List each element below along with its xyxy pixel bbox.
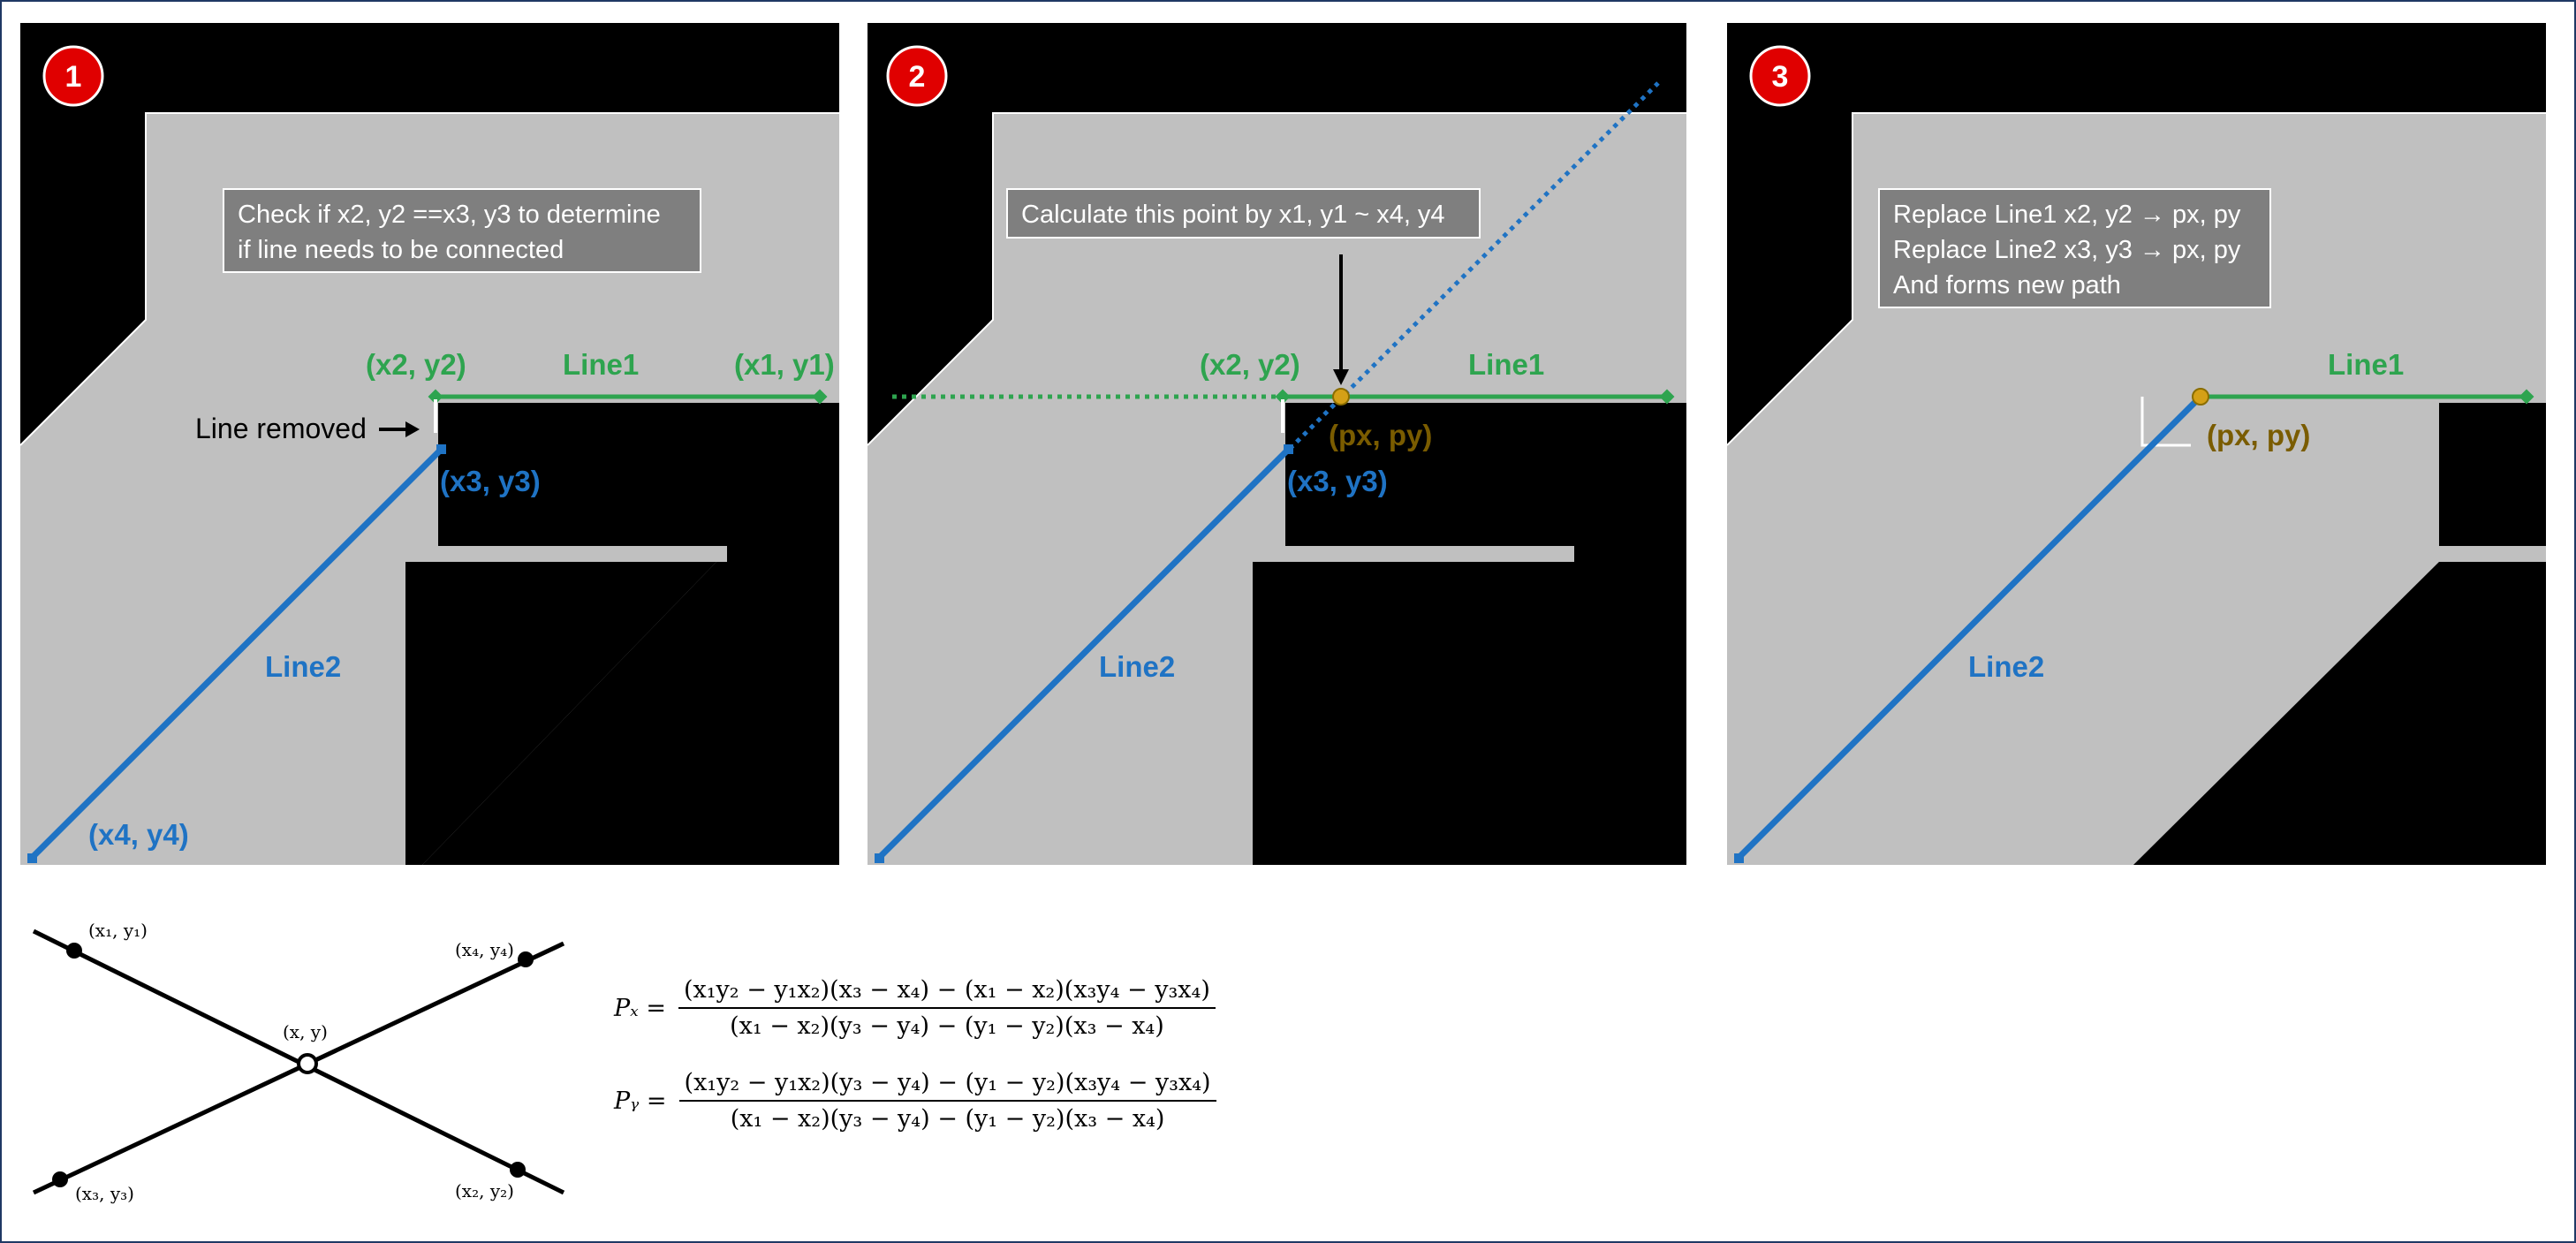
line2-endpoint-x4y4 xyxy=(27,853,37,863)
note-line-1: Check if x2, y2 ==x3, y3 to determine xyxy=(238,201,661,229)
formula-px-fraction: (x₁y₂ − y₁x₂)(x₃ − x₄) − (x₁ − x₂)(x₃y₄ … xyxy=(678,976,1216,1040)
label-x3y3: (x3, y3) xyxy=(440,465,541,497)
road-border xyxy=(868,112,1686,446)
label-line2: Line2 xyxy=(1099,650,1175,683)
label-x2y2: (x2, y2) xyxy=(1200,348,1300,381)
formula-px-lhs: Pₓ = xyxy=(614,994,666,1022)
label-x1y1: (x1, y1) xyxy=(734,348,835,381)
step-number: 1 xyxy=(65,60,82,94)
label-line2: Line2 xyxy=(1968,650,2044,683)
note-box xyxy=(223,188,701,273)
note-line-2: Replace Line2 x3, y3 → px, py xyxy=(1893,236,2241,264)
line2-endpoint-x3y3 xyxy=(1284,444,1293,454)
point-2 xyxy=(510,1162,526,1178)
note-line-3: And forms new path xyxy=(1893,271,2121,299)
formula-px-numerator: (x₁y₂ − y₁x₂)(x₃ − x₄) − (x₁ − x₂)(x₃y₄ … xyxy=(678,976,1216,1009)
formula-py-denominator: (x₁ − x₂)(y₃ − y₄) − (y₁ − y₂)(x₃ − x₄) xyxy=(730,1105,1165,1133)
obstacle-block xyxy=(2439,562,2546,865)
formula-px: Pₓ = (x₁y₂ − y₁x₂)(x₃ − x₄) − (x₁ − x₂)(… xyxy=(614,976,1216,1040)
removed-connector xyxy=(434,399,437,433)
formula-py-fraction: (x₁y₂ − y₁x₂)(y₃ − y₄) − (y₁ − y₂)(x₃y₄ … xyxy=(678,1069,1216,1133)
step-badge xyxy=(886,45,948,107)
label-p2: (x₂, y₂) xyxy=(455,1180,514,1201)
intersection-diagram: (x₁, y₁) (x₂, y₂) (x₃, y₃) (x₄, y₄) (x, … xyxy=(32,920,565,1204)
panel-3: 3 Replace Line1 x2, y2 → px, py Replace … xyxy=(1727,23,2546,865)
removed-connector xyxy=(1281,399,1284,433)
label-x2y2: (x2, y2) xyxy=(366,348,466,381)
label-center: (x, y) xyxy=(283,1021,328,1042)
label-line1: Line1 xyxy=(563,348,639,381)
obstacle-edge xyxy=(1269,562,1574,865)
obstacle-triangle xyxy=(422,562,727,865)
arrow-head xyxy=(1333,369,1349,385)
point-3 xyxy=(52,1171,68,1187)
line1-endpoint-x1y1 xyxy=(812,389,828,405)
note-line-2: if line needs to be connected xyxy=(238,236,564,264)
formula-py: Pᵧ = (x₁y₂ − y₁x₂)(y₃ − y₄) − (y₁ − y₂)(… xyxy=(614,1069,1216,1133)
obstacle-lower xyxy=(1253,562,1574,865)
label-p4: (x₄, y₄) xyxy=(455,939,514,960)
intersection-point xyxy=(1332,388,1350,405)
line2 xyxy=(28,447,443,861)
label-line1: Line1 xyxy=(1468,348,1544,381)
panel-2: 2 Calculate this point by x1, y1 ~ x4, y… xyxy=(868,23,1686,865)
label-p1: (x₁, y₁) xyxy=(88,920,148,941)
point-1 xyxy=(66,943,82,959)
formula-px-denominator: (x₁ − x₂)(y₃ − y₄) − (y₁ − y₂)(x₃ − x₄) xyxy=(730,1012,1164,1040)
note-line-1: Replace Line1 x2, y2 → px, py xyxy=(1893,201,2241,229)
step-number: 3 xyxy=(1772,60,1789,94)
intersection-point xyxy=(2192,388,2209,405)
line2 xyxy=(875,447,1291,861)
label-line1: Line1 xyxy=(2328,348,2404,381)
label-line2: Line2 xyxy=(265,650,341,683)
line2-endpoint-x3y3 xyxy=(436,444,446,454)
formula-py-lhs: Pᵧ = xyxy=(614,1087,667,1115)
label-line-removed: Line removed xyxy=(195,413,367,444)
arrow-head xyxy=(405,421,420,437)
step-badge xyxy=(42,45,104,107)
line2-endpoint-x4y4 xyxy=(875,853,884,863)
step-badge xyxy=(1749,45,1811,107)
formula-py-numerator: (x₁y₂ − y₁x₂)(y₃ − y₄) − (y₁ − y₂)(x₃y₄ … xyxy=(678,1069,1216,1102)
step-number: 2 xyxy=(909,60,926,94)
line2-endpoint-x4y4 xyxy=(1734,853,1744,863)
note-box xyxy=(1878,188,2271,308)
label-pxpy: (px, py) xyxy=(2207,419,2310,451)
label-p3: (x₃, y₃) xyxy=(75,1183,134,1204)
label-x3y3: (x3, y3) xyxy=(1287,465,1388,497)
intersection-point xyxy=(297,1053,318,1074)
road-border xyxy=(20,112,839,446)
obstacle-lower xyxy=(405,562,716,865)
note-box xyxy=(1006,188,1481,239)
line1-endpoint-x2y2 xyxy=(428,389,443,405)
line2 xyxy=(1735,394,2203,861)
obstacle-triangle xyxy=(2133,562,2439,865)
note-line-1: Calculate this point by x1, y1 ~ x4, y4 xyxy=(1021,201,1445,229)
label-pxpy: (px, py) xyxy=(1329,419,1432,451)
road-border xyxy=(1727,112,2546,446)
label-x4y4: (x4, y4) xyxy=(88,818,189,851)
point-4 xyxy=(518,951,534,967)
panel-1: 1 Check if x2, y2 ==x3, y3 to determine … xyxy=(20,23,839,865)
old-corner xyxy=(2140,397,2191,447)
